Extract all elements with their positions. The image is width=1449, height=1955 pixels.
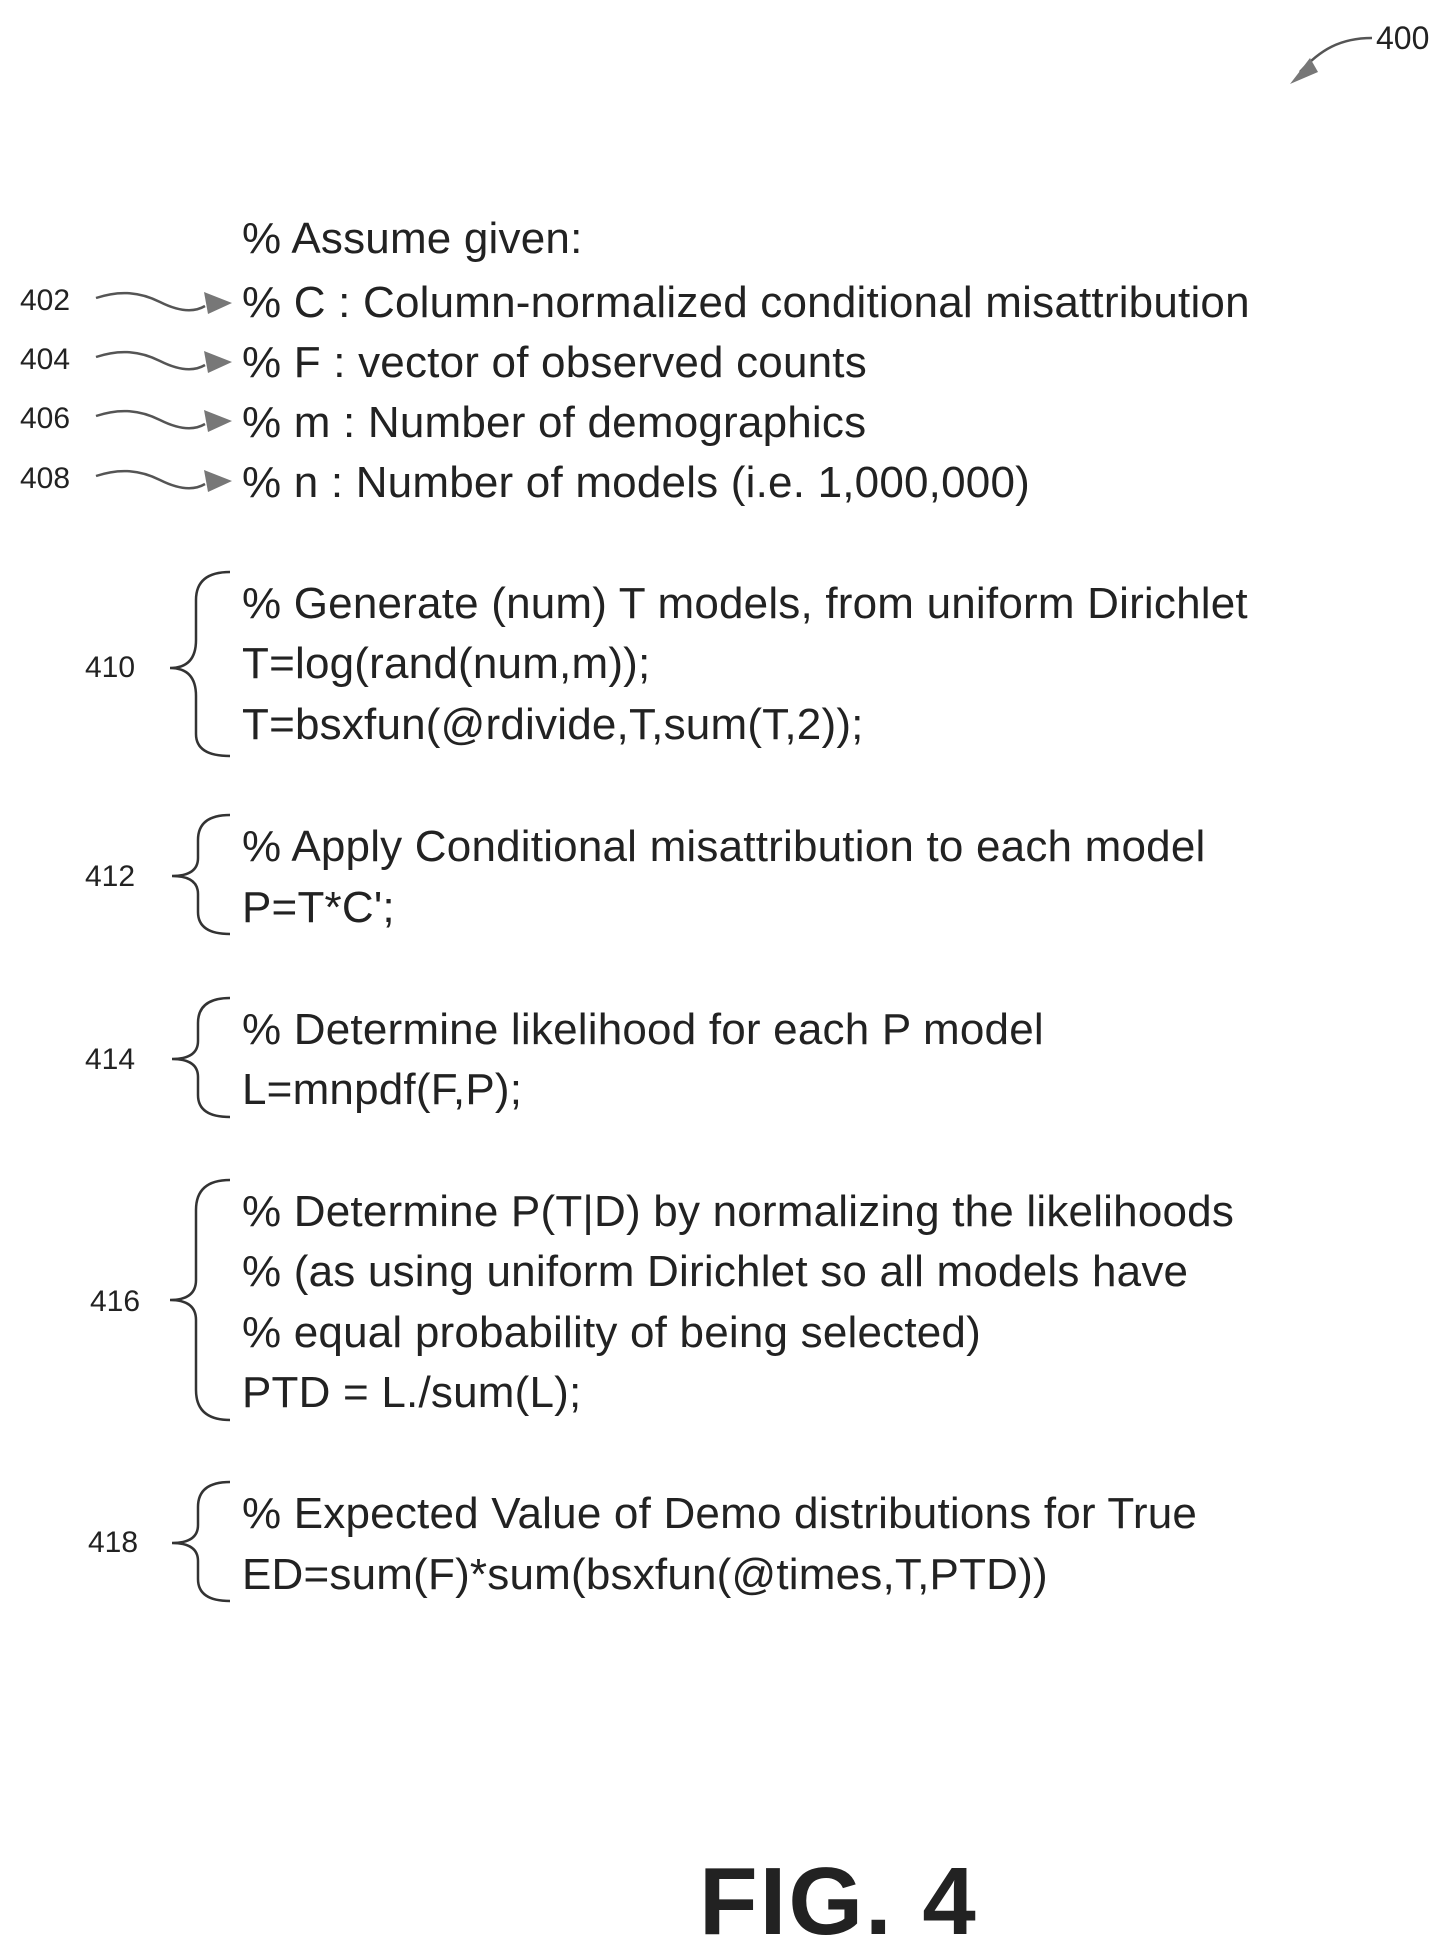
brace-418 <box>172 1482 230 1601</box>
brace-414 <box>172 998 230 1117</box>
brace-416 <box>170 1180 230 1420</box>
brace-410 <box>170 572 230 756</box>
brace-412 <box>172 815 230 934</box>
